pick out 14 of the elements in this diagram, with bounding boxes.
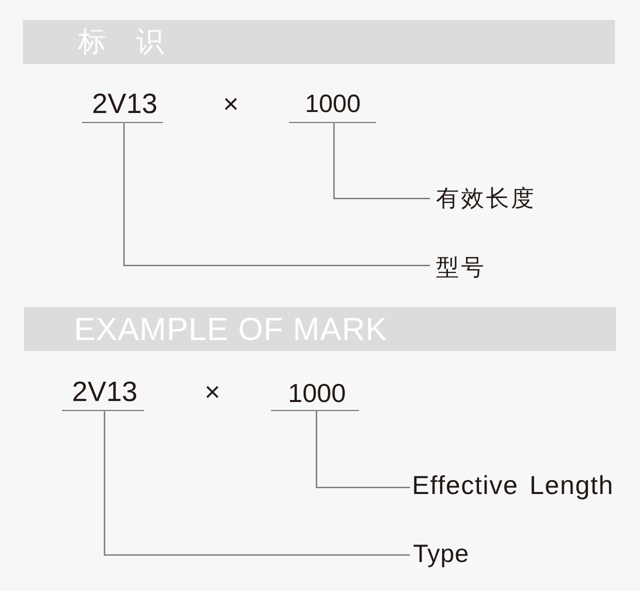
leader-line: [316, 411, 410, 488]
leader-line: [123, 123, 430, 266]
underlined-label: 2V13: [62, 378, 144, 412]
leader-line: [104, 411, 410, 556]
underlined-label: 1000: [289, 92, 376, 124]
callout-label: Type: [410, 539, 470, 569]
leader-line: [333, 123, 430, 200]
times-sign: ×: [223, 91, 239, 118]
times-sign: ×: [204, 379, 220, 406]
callout-label: 有效长度: [430, 185, 536, 212]
callout-label: Effective Length: [410, 470, 614, 500]
underlined-label: 1000: [271, 380, 359, 411]
callout-label: 型号: [430, 254, 486, 281]
underlined-label: 2V13: [82, 90, 163, 124]
